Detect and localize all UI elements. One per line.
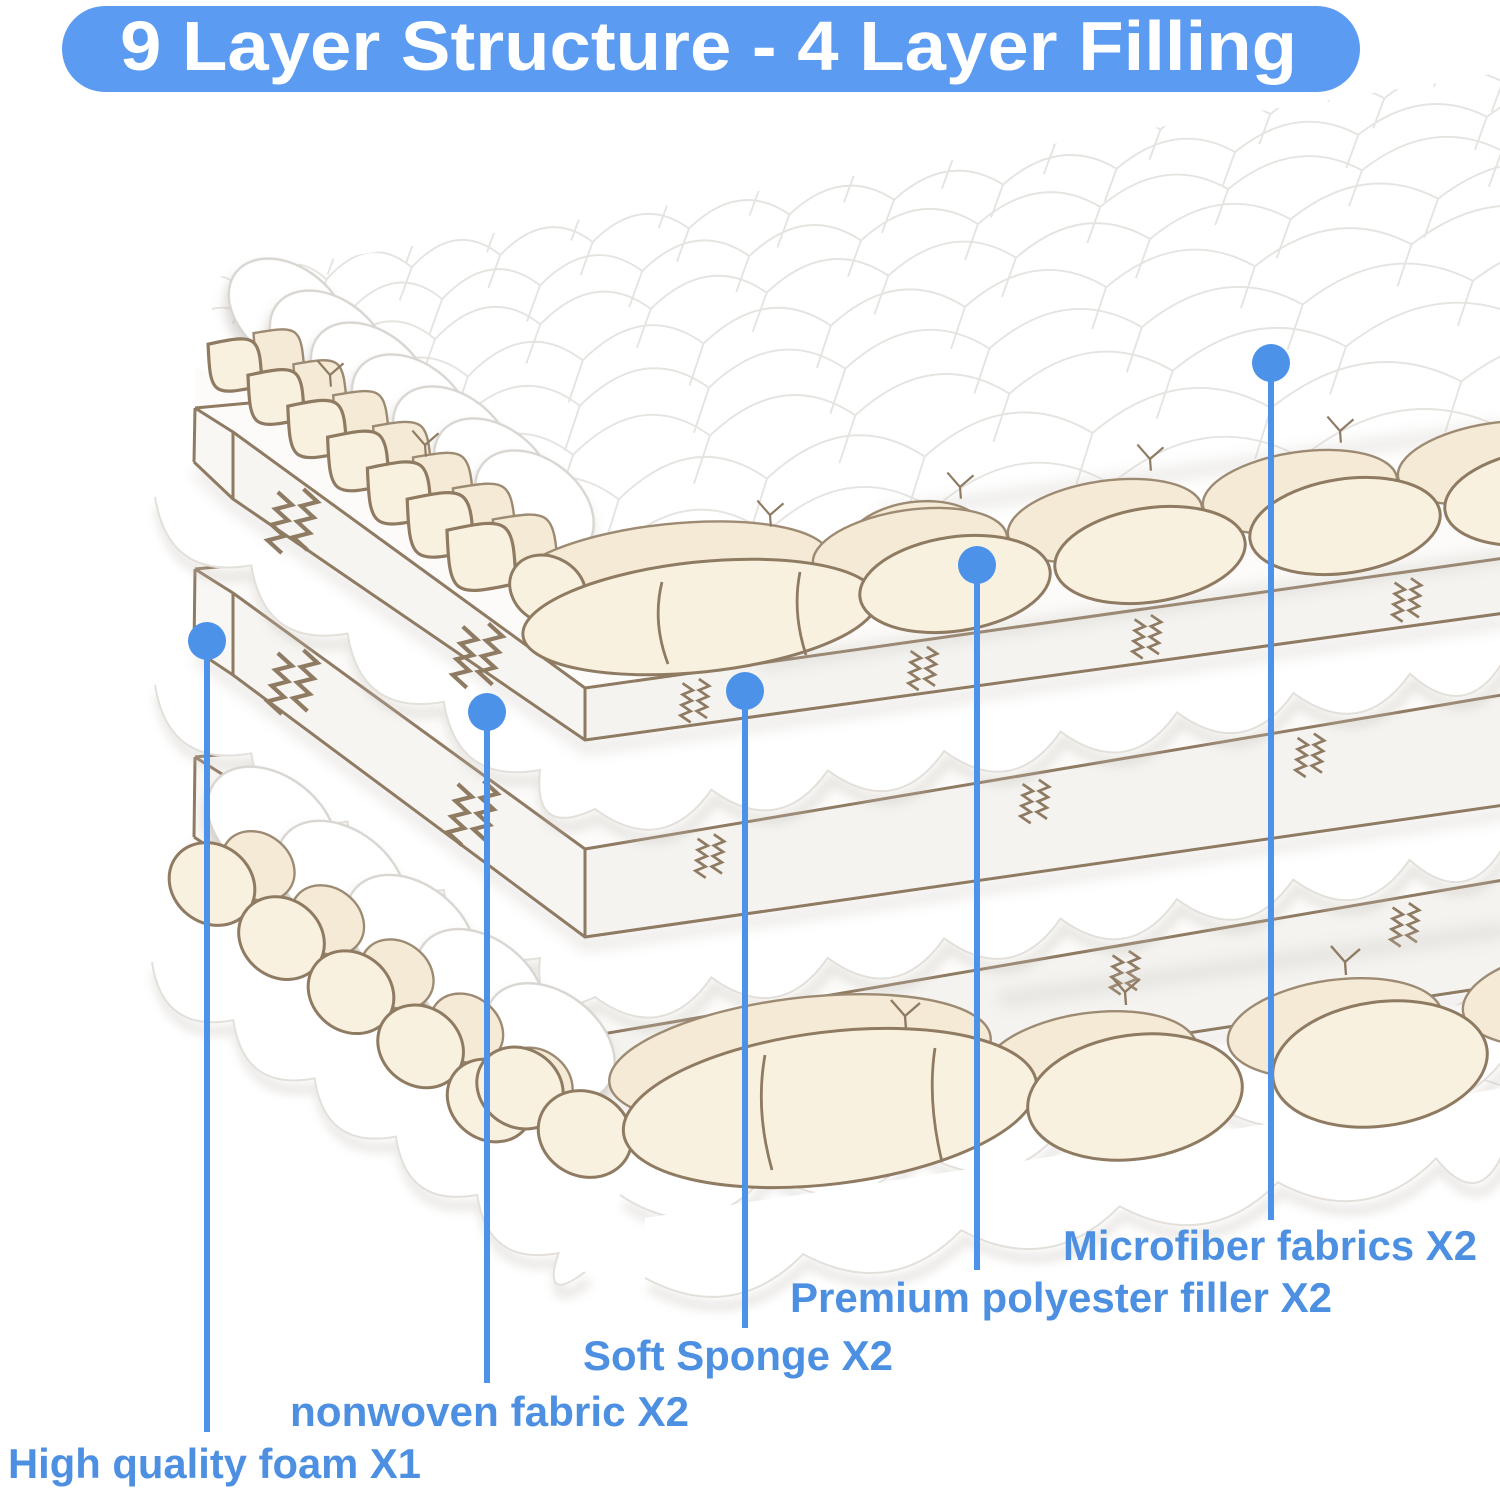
svg-text:Microfiber fabrics X2: Microfiber fabrics X2 <box>1063 1222 1477 1269</box>
svg-text:High quality foam X1: High quality foam X1 <box>8 1440 421 1487</box>
svg-text:Premium polyester filler X2: Premium polyester filler X2 <box>790 1274 1332 1321</box>
svg-text:9 Layer Structure - 4 Layer Fi: 9 Layer Structure - 4 Layer Filling <box>120 7 1297 85</box>
svg-text:Soft Sponge X2: Soft Sponge X2 <box>583 1332 893 1379</box>
svg-text:nonwoven fabric X2: nonwoven fabric X2 <box>290 1388 689 1435</box>
